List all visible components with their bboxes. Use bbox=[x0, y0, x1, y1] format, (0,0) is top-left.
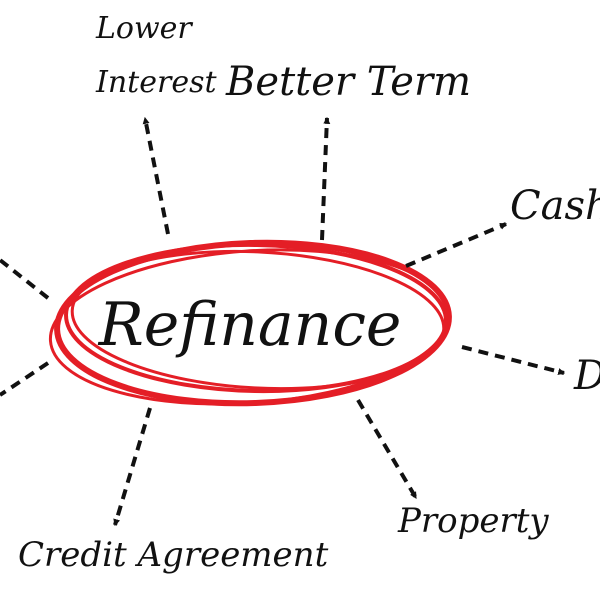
d-label: D bbox=[574, 356, 600, 396]
arrow-to-cash bbox=[405, 222, 508, 268]
center-ring bbox=[48, 239, 452, 407]
better-term-label: Better Term bbox=[226, 59, 472, 105]
arrow-to-d bbox=[461, 345, 566, 375]
center-topic-label: Refinance bbox=[98, 290, 402, 360]
credit-agreement-label: Credit Agreement bbox=[18, 535, 329, 575]
lower-interest-label-line2: Interest bbox=[96, 65, 217, 100]
lower-interest-label-line1: Lower bbox=[96, 11, 192, 46]
arrow-to-lower-interest bbox=[142, 116, 170, 235]
connector-upper-left bbox=[0, 258, 50, 300]
cash-label: Cash bbox=[510, 183, 600, 229]
arrow-to-property bbox=[356, 398, 418, 500]
arrow-to-better-term bbox=[320, 116, 331, 241]
connector-lower-left bbox=[0, 361, 50, 397]
property-label: Property bbox=[398, 501, 549, 541]
arrow-to-credit-agreement bbox=[113, 407, 152, 527]
